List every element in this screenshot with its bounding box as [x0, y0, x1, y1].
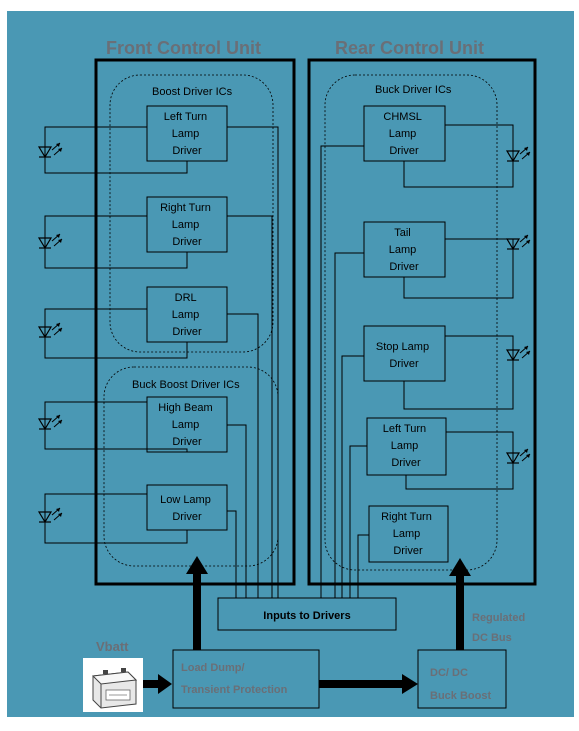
- rear-driver-stop-lamp-label: Stop Lamp Driver: [376, 341, 432, 370]
- vbatt-label: Vbatt: [96, 639, 129, 654]
- rear-control-unit: [307, 58, 537, 586]
- buck-driver-group-label: Buck Driver ICs: [375, 84, 452, 96]
- rear-driver-tail-label: Tail Lamp Driver: [389, 227, 420, 273]
- rear-driver-right-turn: [368, 505, 449, 563]
- dcdc-buck-boost-box: [417, 649, 507, 709]
- regulated-dc-bus-label: Regulated DC Bus: [472, 612, 528, 644]
- boost-driver-group: [109, 74, 274, 353]
- front-driver-drl-label: DRL Lamp Driver: [172, 292, 203, 338]
- load-dump-protection-box: [172, 649, 320, 709]
- buck-driver-group: [324, 74, 498, 571]
- boost-driver-group-label: Boost Driver ICs: [152, 86, 233, 98]
- rear-led-wiring: [403, 124, 514, 490]
- rear-driver-left-turn-label: Left Turn Lamp Driver: [383, 423, 429, 469]
- battery-icon: [83, 658, 143, 712]
- front-driver-left-turn-label: Left Turn Lamp Driver: [164, 111, 210, 157]
- front-input-wires: [227, 126, 279, 598]
- inputs-to-drivers-label: Inputs to Drivers: [263, 610, 350, 622]
- inputs-to-drivers-box: [217, 597, 397, 631]
- front-unit-title: Front Control Unit: [106, 38, 261, 58]
- front-driver-low-lamp-label: Low Lamp Driver: [160, 494, 214, 523]
- rear-input-wires: [320, 145, 369, 598]
- buck-boost-driver-group-label: Buck Boost Driver ICs: [132, 379, 240, 391]
- rear-driver-right-turn-label: Right Turn Lamp Driver: [381, 511, 435, 557]
- dcdc-label: DC/ DC Buck Boost: [430, 667, 491, 702]
- load-dump-label: Load Dump/ Transient Protection: [181, 662, 288, 696]
- rear-unit-title: Rear Control Unit: [335, 38, 484, 58]
- front-driver-high-beam-label: High Beam Lamp Driver: [158, 402, 215, 448]
- rear-driver-chmsl-label: CHMSL Lamp Driver: [383, 111, 424, 157]
- front-driver-right-turn-label: Right Turn Lamp Driver: [160, 202, 214, 248]
- front-led-wiring: [44, 126, 188, 544]
